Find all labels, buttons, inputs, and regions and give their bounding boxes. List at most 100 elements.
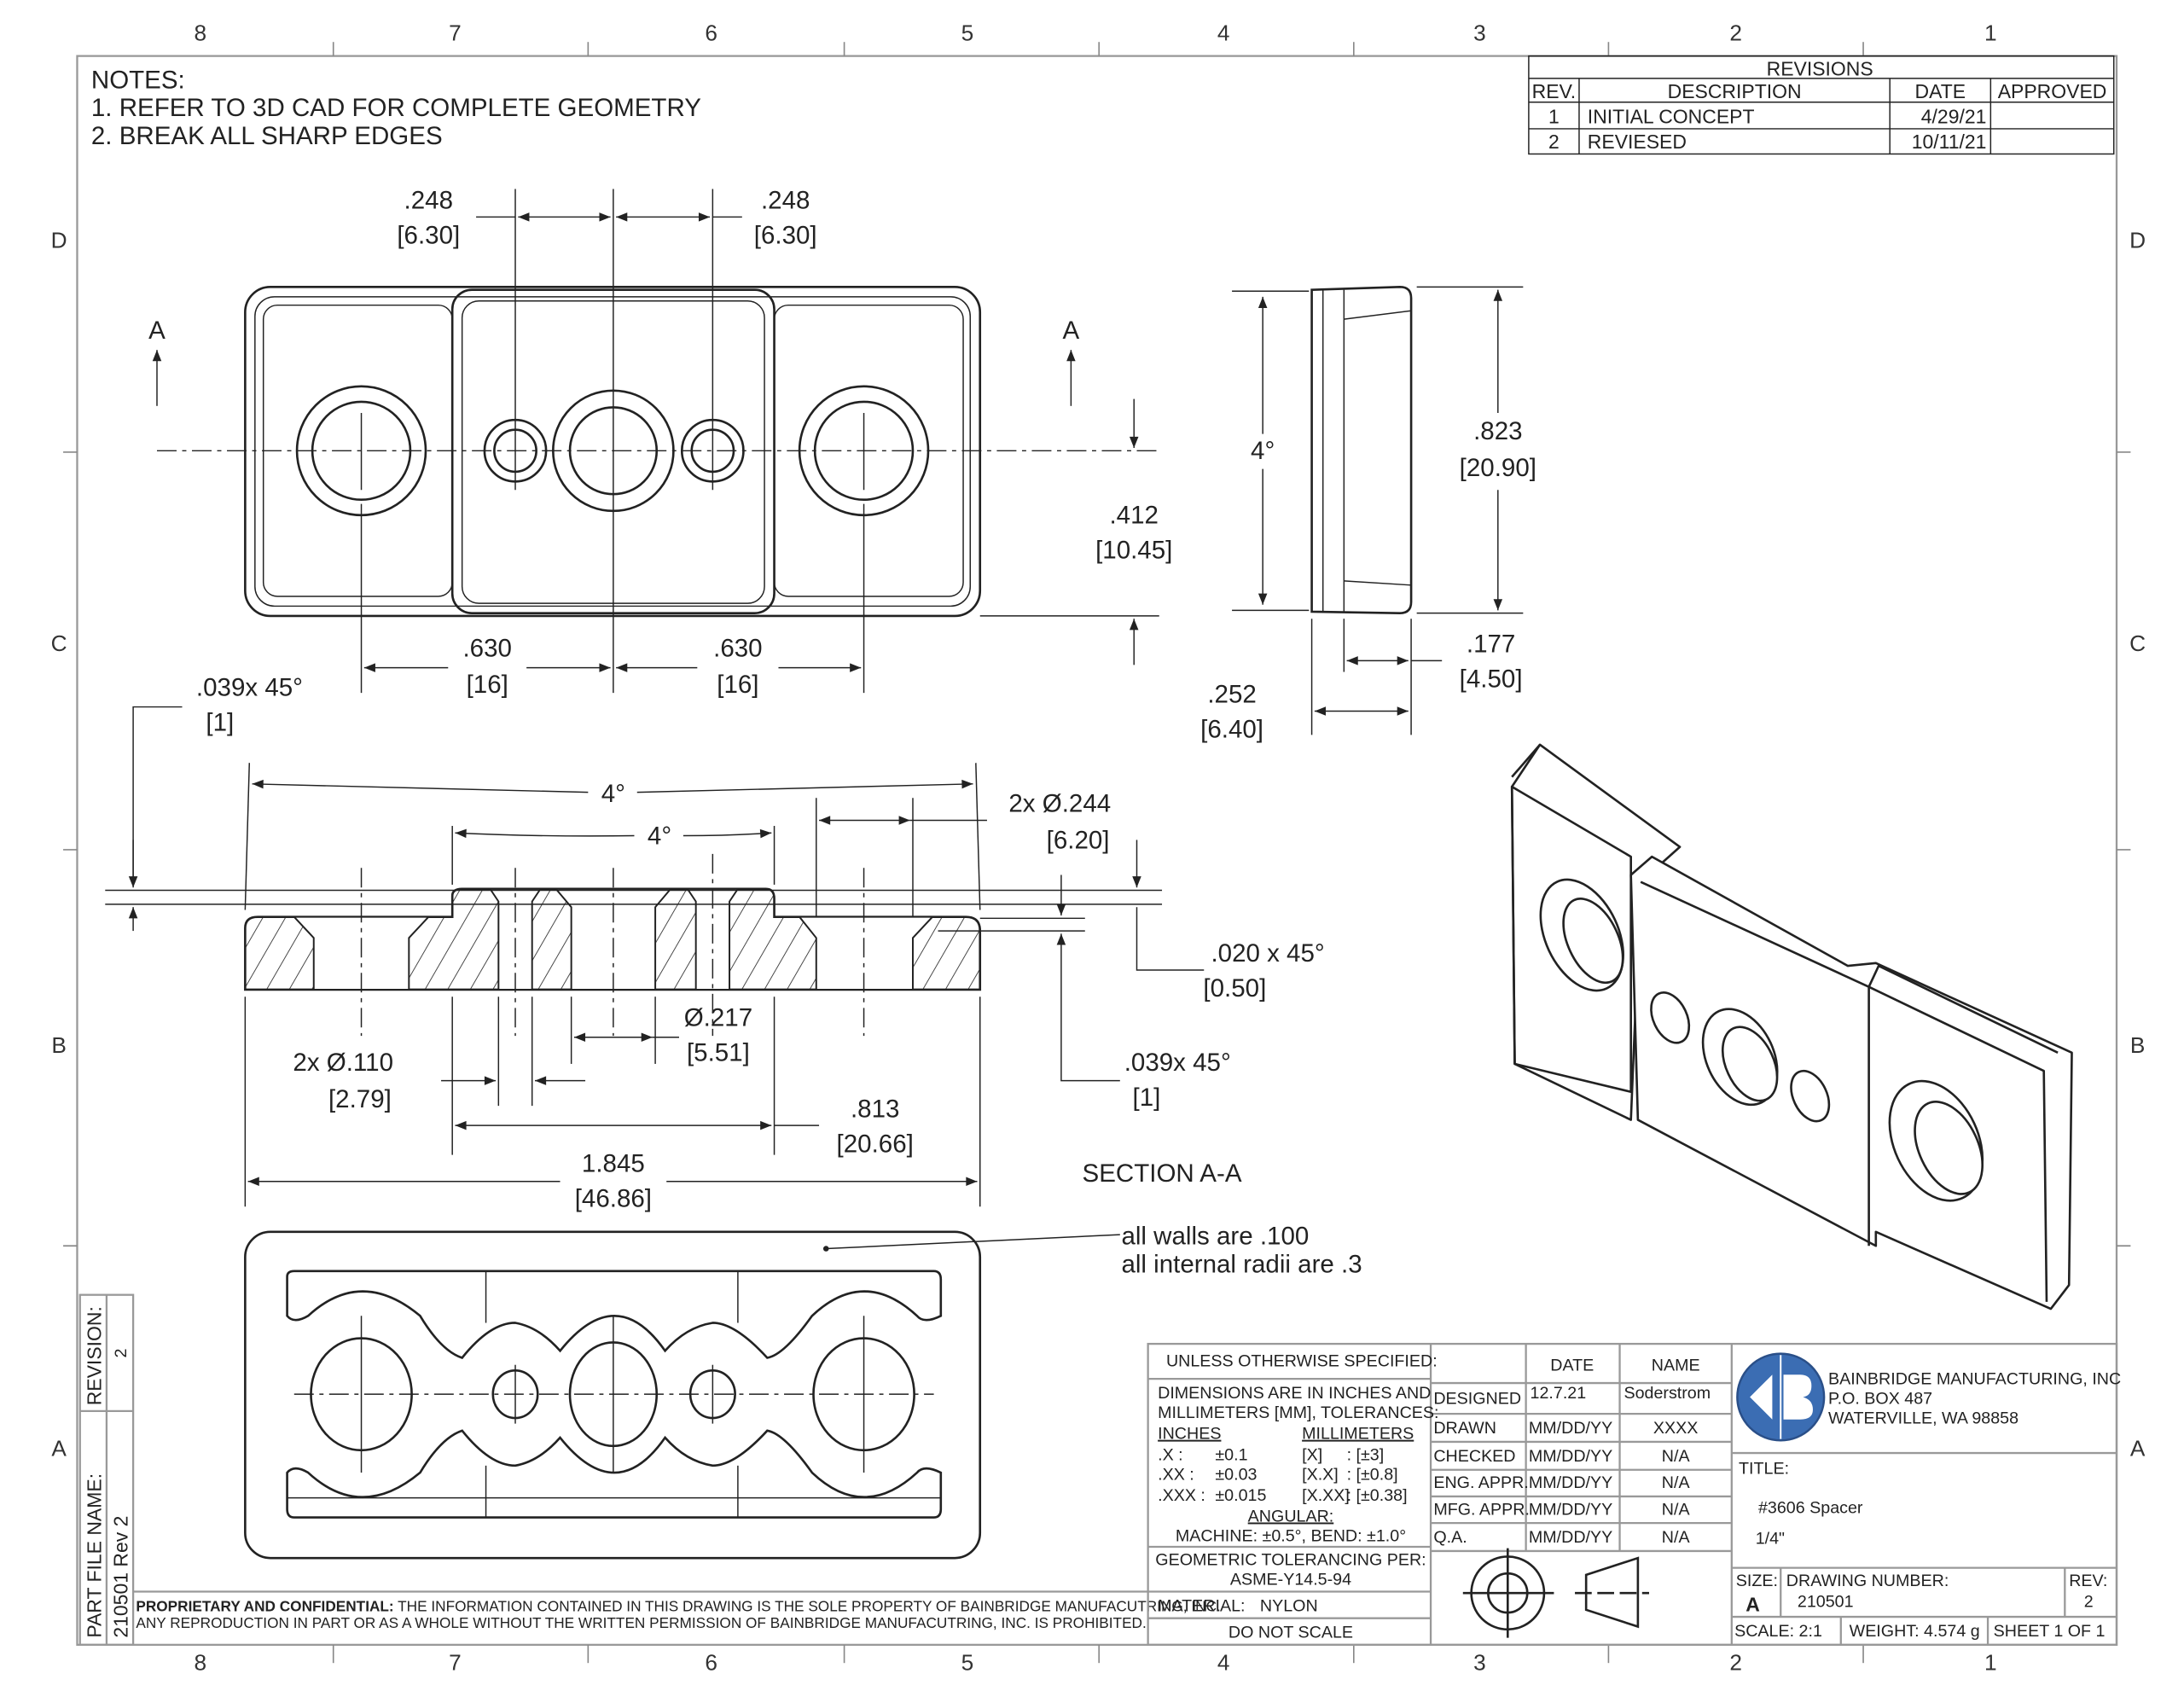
zone-row-c: C xyxy=(51,630,67,656)
tol-xxx-mm-key: [X.XX] xyxy=(1302,1486,1350,1505)
material-value: NYLON xyxy=(1260,1596,1318,1615)
zone-col-6-bottom: 6 xyxy=(705,1649,717,1675)
revision-row-1-description: INITIAL CONCEPT xyxy=(1588,105,1755,127)
zone-col-3: 3 xyxy=(1473,20,1486,46)
dim-630-left: .630 xyxy=(462,635,511,663)
signoff-drawn-date: MM/DD/YY xyxy=(1529,1419,1612,1438)
signoff-drawn-name: XXXX xyxy=(1653,1419,1698,1438)
note-1: 1. REFER TO 3D CAD FOR COMPLETE GEOMETRY xyxy=(91,94,701,122)
signoff-qa-name: N/A xyxy=(1662,1528,1691,1547)
zone-col-1-bottom: 1 xyxy=(1984,1649,1997,1675)
signoff-designed-role: DESIGNED xyxy=(1433,1390,1521,1409)
revisions-title: REVISIONS xyxy=(1767,58,1873,80)
zone-labels: 8 7 6 5 4 3 2 1 8 7 6 5 4 3 2 1 D C B A … xyxy=(51,20,2146,1676)
note-2: 2. BREAK ALL SHARP EDGES xyxy=(91,122,443,150)
material-label: MATERIAL: xyxy=(1158,1596,1245,1615)
revisions-header-approved: APPROVED xyxy=(1998,80,2107,102)
rev-value: 2 xyxy=(2084,1593,2094,1612)
weight: WEIGHT: 4.574 g xyxy=(1850,1622,1980,1641)
inches-label: INCHES xyxy=(1158,1425,1221,1444)
tol-xx-val: ±0.03 xyxy=(1215,1465,1257,1484)
tol-xx-mm-val: : [±0.8] xyxy=(1347,1465,1398,1484)
angular-value: MACHINE: ±0.5°, BEND: ±1.0° xyxy=(1176,1526,1406,1545)
company-address-2: WATERVILLE, WA 98858 xyxy=(1828,1409,2018,1428)
dim-177: .177 xyxy=(1467,630,1515,659)
dim-1845-mm: [46.86] xyxy=(575,1184,652,1212)
rev-label: REV: xyxy=(2069,1572,2107,1590)
dim-412-mm: [10.45] xyxy=(1095,537,1172,565)
dim-630-right-mm: [16] xyxy=(717,671,758,699)
revision-strip-value: 2 xyxy=(112,1349,131,1358)
part-file-label: PART FILE NAME: xyxy=(83,1473,105,1638)
dim-248-left-mm: [6.30] xyxy=(397,221,460,249)
section-marker-right: A xyxy=(1063,317,1080,345)
dim-823: .823 xyxy=(1473,417,1522,445)
notes: NOTES: 1. REFER TO 3D CAD FOR COMPLETE G… xyxy=(91,66,701,150)
zone-col-6: 6 xyxy=(705,20,717,46)
dim-412: .412 xyxy=(1109,502,1158,530)
zone-row-b: B xyxy=(51,1032,67,1058)
signoff-checked-name: N/A xyxy=(1662,1447,1691,1466)
zone-row-d-right: D xyxy=(2129,227,2146,253)
zone-col-4: 4 xyxy=(1217,20,1230,46)
company-logo xyxy=(1736,1352,1826,1442)
revision-row-1-date: 4/29/21 xyxy=(1921,105,1987,127)
revisions-header-date: DATE xyxy=(1915,80,1966,102)
tol-x-key: .X : xyxy=(1158,1445,1183,1464)
title-block: UNLESS OTHERWISE SPECIFIED: DIMENSIONS A… xyxy=(1147,1342,2121,1647)
zone-row-c-right: C xyxy=(2129,630,2146,656)
dim-813: .813 xyxy=(851,1095,899,1123)
signoff-mfg-date: MM/DD/YY xyxy=(1529,1500,1612,1519)
tol-x-mm-val: : [±3] xyxy=(1347,1445,1385,1464)
dim-217: Ø.217 xyxy=(684,1004,752,1032)
dim-248-right: .248 xyxy=(761,186,810,214)
company-address-1: P.O. BOX 487 xyxy=(1828,1390,1932,1409)
signoff-designed-date: 12.7.21 xyxy=(1531,1384,1587,1403)
zone-col-3-bottom: 3 xyxy=(1473,1649,1486,1675)
signoff-qa-date: MM/DD/YY xyxy=(1529,1528,1612,1547)
section-marker-left: A xyxy=(148,317,166,345)
revisions-header-description: DESCRIPTION xyxy=(1668,80,1802,102)
dim-630-left-mm: [16] xyxy=(467,671,508,699)
chamfer-bottom-mm: [1] xyxy=(1133,1084,1161,1112)
sheet: SHEET 1 OF 1 xyxy=(1994,1622,2106,1641)
tol-x-val: ±0.1 xyxy=(1215,1445,1247,1464)
do-not-scale: DO NOT SCALE xyxy=(1228,1624,1353,1642)
dim-110-mm: [2.79] xyxy=(328,1085,392,1113)
zone-col-1: 1 xyxy=(1984,20,1997,46)
dim-244-mm: [6.20] xyxy=(1047,826,1110,854)
zone-col-7: 7 xyxy=(449,20,462,46)
scale: SCALE: 2:1 xyxy=(1734,1622,1822,1641)
title-line-1: #3606 Spacer xyxy=(1758,1499,1863,1518)
signoff-eng-date: MM/DD/YY xyxy=(1529,1473,1612,1492)
tol-xxx-key: .XXX : xyxy=(1158,1486,1205,1505)
tol-x-mm-key: [X] xyxy=(1302,1445,1322,1464)
revisions-header-rev: REV. xyxy=(1532,80,1577,102)
geometric-label: GEOMETRIC TOLERANCING PER: xyxy=(1155,1550,1426,1569)
signoff-mfg-role: MFG. APPR. xyxy=(1433,1500,1530,1519)
proprietary-bold: PROPRIETARY AND CONFIDENTIAL: xyxy=(136,1597,393,1614)
revision-row-1-rev: 1 xyxy=(1548,105,1560,127)
chamfer-top: .039x 45° xyxy=(196,673,303,701)
signoff-header-name: NAME xyxy=(1652,1356,1700,1374)
zone-col-5-bottom: 5 xyxy=(961,1649,974,1675)
proprietary-notice: PROPRIETARY AND CONFIDENTIAL: THE INFORM… xyxy=(133,1590,1221,1631)
section-label: SECTION A-A xyxy=(1083,1159,1242,1188)
top-view: A A .248 [6.30] .248 [6.30] .412 [10.45]… xyxy=(148,186,1172,699)
chamfer-020: .020 x 45° xyxy=(1211,939,1324,968)
chamfer-020-mm: [0.50] xyxy=(1203,974,1266,1002)
signoff-qa-role: Q.A. xyxy=(1433,1528,1467,1547)
side-view: 4° .823 [20.90] .177 [4.50] .252 [6.40] xyxy=(1200,286,1536,744)
dim-813-mm: [20.66] xyxy=(837,1130,914,1158)
dim-110: 2x Ø.110 xyxy=(293,1049,393,1077)
tol-xx-key: .XX : xyxy=(1158,1465,1194,1484)
third-angle-projection-icon xyxy=(1462,1548,1650,1638)
dim-630-right: .630 xyxy=(713,635,762,663)
size-label: SIZE: xyxy=(1736,1572,1778,1590)
zone-col-2-bottom: 2 xyxy=(1729,1649,1742,1675)
notes-title: NOTES: xyxy=(91,66,185,94)
title-label: TITLE: xyxy=(1739,1460,1789,1479)
signoff-header-date: DATE xyxy=(1550,1356,1594,1374)
dim-823-mm: [20.90] xyxy=(1460,454,1536,482)
chamfer-bottom: .039x 45° xyxy=(1124,1049,1231,1077)
